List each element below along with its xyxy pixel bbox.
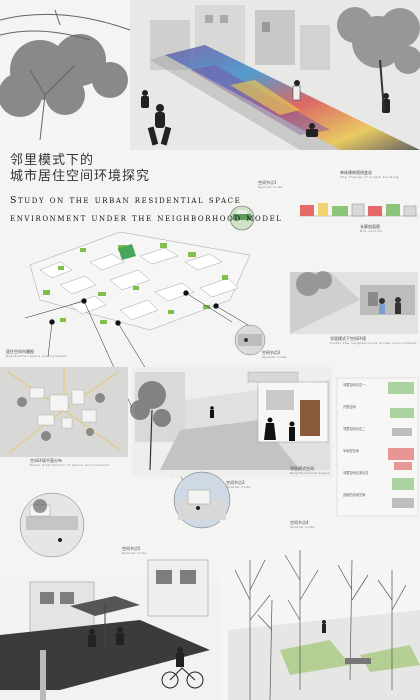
label-node3-cn: 空间节点3 (226, 480, 245, 485)
bottom-landscape (220, 520, 420, 700)
node-1-vignette (229, 205, 255, 231)
label-node5: 空间节点5 Spatial node (122, 546, 147, 556)
label-node4-cn: 空间节点4 (290, 520, 309, 525)
label-space-plan-cn: 空间环境平面分布 (30, 458, 62, 463)
label-space-plan-en: Plane distribution of space environment (30, 463, 110, 467)
label-residential-cn: 居住空间鸟瞰图 (6, 349, 34, 354)
label-section-change-en: The change of single building (340, 175, 399, 179)
label-node5-en: Spatial node (122, 551, 147, 555)
label-neighborhood-en: Neighborhood space (290, 471, 330, 475)
label-node1: 空间节点1 Spatial node (258, 180, 283, 190)
side-illustrations (336, 377, 419, 517)
poster-title-cn: 邻里模式下的 城市居住空间环境探究 (10, 153, 150, 185)
axonometric-model (29, 231, 251, 331)
node-4-vignette (19, 492, 85, 558)
label-residential-en: Residential space environment (6, 354, 67, 358)
node-2-vignette (234, 324, 266, 356)
label-node5-cn: 空间节点5 (122, 546, 141, 551)
section-strip (298, 203, 418, 217)
label-residential: 居住空间鸟瞰图 Residential space environment (6, 349, 67, 359)
title-cn-line2: 城市居住空间环境探究 (10, 169, 151, 184)
label-neighborhood-cn: 邻里模式空间 (290, 466, 314, 471)
label-node4-en: Spatial node (290, 525, 315, 529)
side-note: 邻里空间示意一 (343, 383, 366, 387)
label-box-section: 长廊剖面图 Box section (360, 224, 383, 234)
site-plan (0, 367, 128, 457)
label-node4: 空间节点4 Spatial node (290, 520, 315, 530)
title-cn-line1: 邻里模式下的 (10, 153, 95, 168)
title-en-line1: Study on the urban residential space (10, 195, 242, 206)
label-node2-cn: 空间节点2 (262, 350, 281, 355)
side-note: 连续的活动空间 (343, 493, 366, 497)
label-node3: 空间节点3 Spatial node (226, 480, 251, 490)
label-under-model-cn: 邻里模式下空间环境 (330, 336, 366, 341)
bottom-plaza-scene (0, 559, 220, 700)
side-note: 邻里空间示意二 (343, 427, 366, 431)
label-box-section-cn: 长廊剖面图 (360, 224, 380, 229)
tree-top-left (0, 9, 131, 141)
title-en-line2: environment under the neighborhood model (10, 213, 283, 224)
label-node2: 空间节点2 Spatial node (262, 350, 287, 360)
side-notes-list: 邻里空间示意一 开放空间 邻里空间示意二 半私密空间 邻里空间交流示意 连续的活… (343, 382, 387, 514)
label-section-change: 单体建筑视线变化 The change of single building (340, 170, 399, 180)
label-neighborhood: 邻里模式空间 Neighborhood space (290, 466, 330, 476)
label-under-model-en: Under the neighborhood model environment (330, 341, 418, 345)
street-scene (130, 367, 332, 477)
label-space-plan: 空间环境平面分布 Plane distribution of space env… (30, 458, 109, 468)
label-under-model: 邻里模式下空间环境 Under the neighborhood model e… (330, 336, 417, 346)
node-3-vignette (173, 471, 231, 529)
label-box-section-en: Box section (360, 229, 383, 233)
label-node1-en: Spatial node (258, 185, 283, 189)
side-note: 邻里空间交流示意 (343, 471, 369, 475)
label-node3-en: Spatial node (226, 485, 251, 489)
perspective-top-right (290, 271, 418, 334)
label-section-change-cn: 单体建筑视线变化 (340, 170, 372, 175)
label-node2-en: Spatial node (262, 355, 287, 359)
skatepark-scene (130, 0, 420, 150)
side-note: 开放空间 (343, 405, 356, 409)
poster-title-en: Study on the urban residential space env… (10, 192, 283, 228)
label-node1-cn: 空间节点1 (258, 180, 277, 185)
side-note: 半私密空间 (343, 449, 359, 453)
